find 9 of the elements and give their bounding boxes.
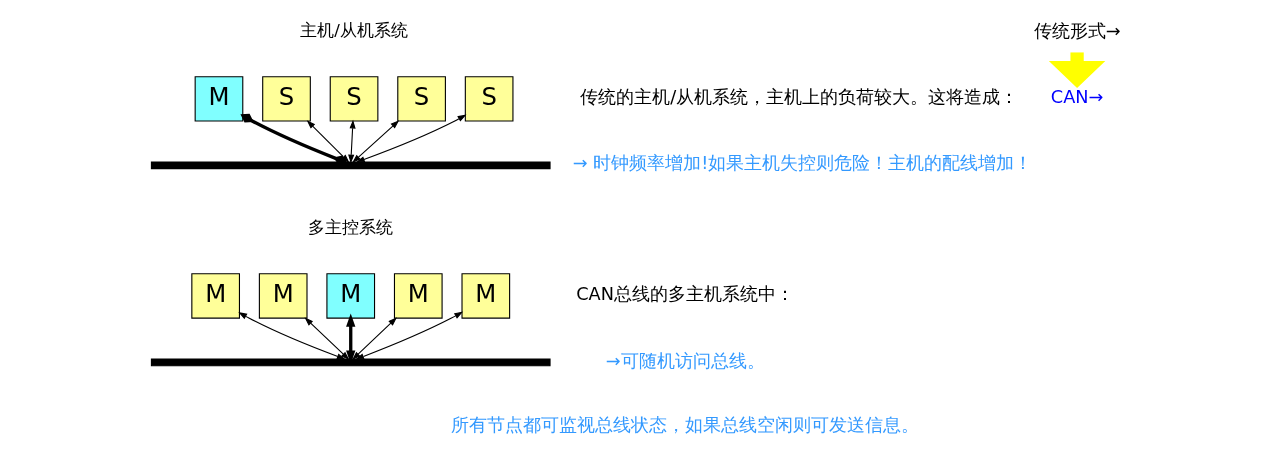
label: 传统的主机/从机系统，主机上的负荷较大。这将造成： — [580, 87, 1019, 108]
label: 主机/从机系统 — [300, 21, 408, 41]
label: 多主控系统 — [308, 218, 394, 238]
label: 所有节点都可监视总线状态，如果总线空闲则可发送信息。 — [451, 414, 920, 435]
label: CAN总线的多主机系统中： — [576, 284, 794, 305]
label: → 时钟频率增加!如果主机失控则危险！主机的配线增加！ — [572, 153, 1033, 174]
node-text: CAN→ — [1050, 87, 1104, 108]
node-text: 传统形式→ — [1033, 20, 1121, 41]
label: →可随机访问总线。 — [605, 350, 765, 371]
